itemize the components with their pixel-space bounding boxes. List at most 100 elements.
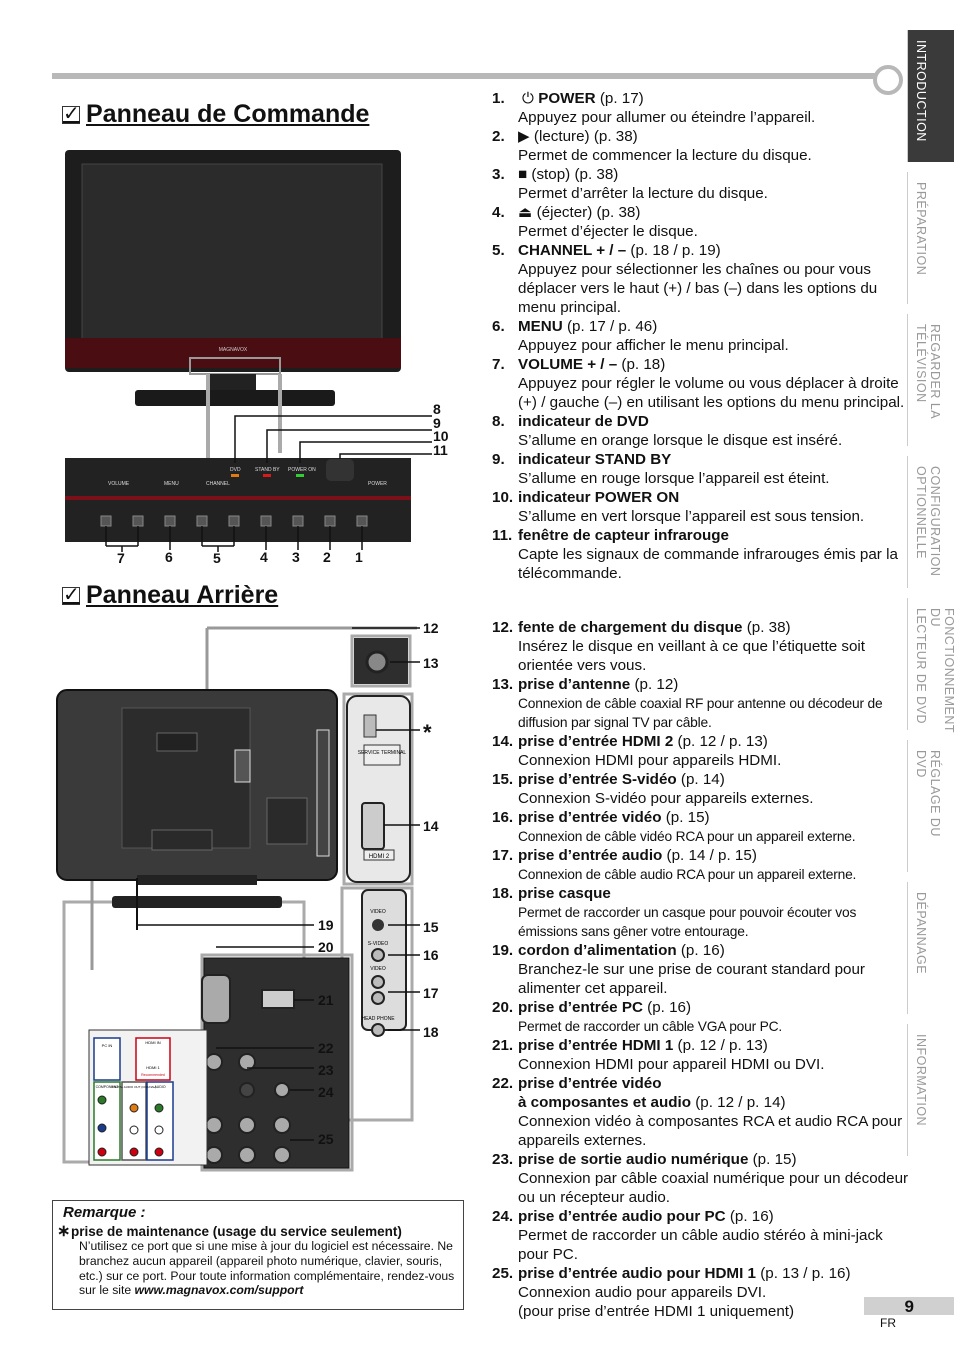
- item-number: 6.: [492, 318, 505, 335]
- callout-2: 2: [323, 549, 331, 565]
- item-description: S’allume en orange lorsque le disque est…: [518, 432, 843, 449]
- item-number: 22.: [492, 1075, 514, 1092]
- item-number: 23.: [492, 1151, 514, 1168]
- item-heading: VOLUME + / – (p. 18): [518, 355, 665, 374]
- tv-rear-illustration: SERVICE TERMINAL HDMI 2 VIDEO S-VIDEO VI…: [56, 626, 420, 1172]
- item-title: prise d’entrée audio pour HDMI 1: [518, 1265, 756, 1282]
- tab-label: RÉGLAGE DU DVD: [914, 750, 942, 837]
- callout-17: 17: [423, 985, 439, 1001]
- item-description: Connexion par câble coaxial numérique po…: [518, 1170, 909, 1206]
- item-heading: prise d’entrée S-vidéo (p. 14): [518, 770, 725, 789]
- tab-label: REGARDER LA TÉLÉVISION: [914, 324, 942, 420]
- item-description: Branchez-le sur une prise de courant sta…: [518, 961, 865, 997]
- item-number: 3.: [492, 166, 505, 183]
- list-item-18: 18.prise casque: [492, 884, 912, 903]
- list-item-4: 4. ⏏ (éjecter) (p. 38): [492, 203, 912, 222]
- item-number: 5.: [492, 242, 505, 259]
- item-title: fenêtre de capteur infrarouge: [518, 527, 729, 544]
- power-label: POWER: [368, 481, 387, 487]
- item-title: cordon d’alimentation: [518, 942, 677, 959]
- svg-text:PC IN: PC IN: [102, 1043, 113, 1048]
- tab-reglage[interactable]: RÉGLAGE DU DVD: [907, 740, 954, 872]
- tab-depannage[interactable]: DÉPANNAGE: [907, 882, 954, 1014]
- checkbox-icon: ✓: [62, 102, 80, 125]
- item-heading: cordon d’alimentation (p. 16): [518, 941, 725, 960]
- item-heading: prise d’entrée audio (p. 14 / p. 15): [518, 846, 757, 865]
- callout-15: 15: [423, 919, 439, 935]
- item-heading: fente de chargement du disque (p. 38): [518, 618, 791, 637]
- callout-22: 22: [318, 1040, 334, 1056]
- item-ref: (p. 14 / p. 15): [662, 847, 757, 864]
- item-heading: MENU (p. 17 / p. 46): [518, 317, 657, 336]
- item-number: 10.: [492, 489, 514, 506]
- svg-text:SERVICE TERMINAL: SERVICE TERMINAL: [358, 750, 407, 756]
- section-rear-label: Panneau Arrière: [86, 581, 279, 609]
- callout-1: 1: [355, 549, 363, 565]
- item-number: 8.: [492, 413, 505, 430]
- item-heading: ▶ (lecture) (p. 38): [518, 127, 638, 146]
- callout-7: 7: [117, 550, 125, 566]
- list-item-25: 25.prise d’entrée audio pour HDMI 1 (p. …: [492, 1264, 912, 1283]
- item-ref: (p. 16): [642, 999, 692, 1016]
- item-number: 24.: [492, 1208, 514, 1225]
- item-ref: (p. 15): [748, 1151, 797, 1168]
- list-item-9: 9.indicateur STAND BY: [492, 450, 912, 469]
- section-title-front: ✓ Panneau de Commande: [62, 100, 369, 129]
- item-heading: ⏏ (éjecter) (p. 38): [518, 203, 640, 222]
- svg-text:AUDIO: AUDIO: [154, 1085, 165, 1089]
- item-title: prise d’entrée HDMI 1: [518, 1037, 674, 1054]
- item-number: 9.: [492, 451, 505, 468]
- item-ref: (lecture) (p. 38): [529, 128, 638, 145]
- callout-14: 14: [423, 818, 439, 834]
- tab-information[interactable]: INFORMATION: [907, 1024, 954, 1156]
- item-description: Permet de raccorder un câble VGA pour PC…: [518, 1019, 783, 1034]
- svg-text:VIDEO: VIDEO: [370, 966, 386, 972]
- section-front-label: Panneau de Commande: [86, 100, 370, 128]
- note-star: ∗: [57, 1223, 71, 1240]
- item-number: 4.: [492, 204, 505, 221]
- item-title: prise de sortie audio numérique: [518, 1151, 749, 1168]
- item-title: prise d’entrée audio pour PC: [518, 1208, 726, 1225]
- item-title: fente de chargement du disque: [518, 619, 743, 636]
- item-number: 20.: [492, 999, 514, 1016]
- item-title: prise d’entrée PC: [518, 999, 643, 1016]
- item-number: 19.: [492, 942, 514, 959]
- item-title: VOLUME + / –: [518, 356, 618, 373]
- callout-24: 24: [318, 1084, 334, 1100]
- callout-16: 16: [423, 947, 439, 963]
- tab-fonctionnement[interactable]: FONCTIONNEMENT DU LECTEUR DE DVD: [907, 598, 954, 733]
- item-ref: (p. 12): [630, 676, 679, 693]
- header-rule-circle: [873, 65, 903, 95]
- item-ref: (stop) (p. 38): [527, 166, 619, 183]
- item-description: S’allume en vert lorsque l’appareil est …: [518, 508, 865, 525]
- tab-preparation[interactable]: PRÉPARATION: [907, 172, 954, 304]
- item-title: prise casque: [518, 885, 611, 902]
- item-description: Permet de raccorder un casque pour pouvo…: [518, 905, 857, 939]
- item-heading: prise d’entrée HDMI 2 (p. 12 / p. 13): [518, 732, 768, 751]
- volume-label: VOLUME: [108, 481, 130, 487]
- power-on-label: POWER ON: [288, 467, 316, 473]
- callout-5: 5: [213, 550, 221, 566]
- item-number: 11.: [492, 527, 513, 544]
- callout-4: 4: [260, 549, 268, 565]
- item-description: Appuyez pour régler le volume ou vous dé…: [518, 375, 905, 411]
- item-heading: prise d’antenne (p. 12): [518, 675, 678, 694]
- item-heading: prise d’entrée PC (p. 16): [518, 998, 691, 1017]
- item-description: Connexion HDMI pour appareils HDMI.: [518, 752, 782, 769]
- item-number: 18.: [492, 885, 514, 902]
- item-list-rear: 12.fente de chargement du disque (p. 38)…: [492, 618, 912, 1321]
- list-item-6: 6. MENU (p. 17 / p. 46): [492, 317, 912, 336]
- list-item-24: 24.prise d’entrée audio pour PC (p. 16): [492, 1207, 912, 1226]
- item-title: indicateur de DVD: [518, 413, 649, 430]
- support-link[interactable]: www.magnavox.com/support: [134, 1283, 304, 1298]
- tab-label: DÉPANNAGE: [914, 892, 928, 975]
- stop-icon: ■: [518, 166, 528, 183]
- tab-regarder[interactable]: REGARDER LA TÉLÉVISION: [907, 314, 954, 446]
- item-title: prise d’entrée audio: [518, 847, 663, 864]
- item-ref: (éjecter) (p. 38): [532, 204, 641, 221]
- power-icon: ⏻: [522, 90, 539, 107]
- list-item-13: 13.prise d’antenne (p. 12): [492, 675, 912, 694]
- tab-introduction[interactable]: INTRODUCTION: [907, 30, 954, 162]
- tv-stand: [135, 390, 335, 406]
- tab-configuration[interactable]: CONFIGURATION OPTIONNELLE: [907, 456, 954, 588]
